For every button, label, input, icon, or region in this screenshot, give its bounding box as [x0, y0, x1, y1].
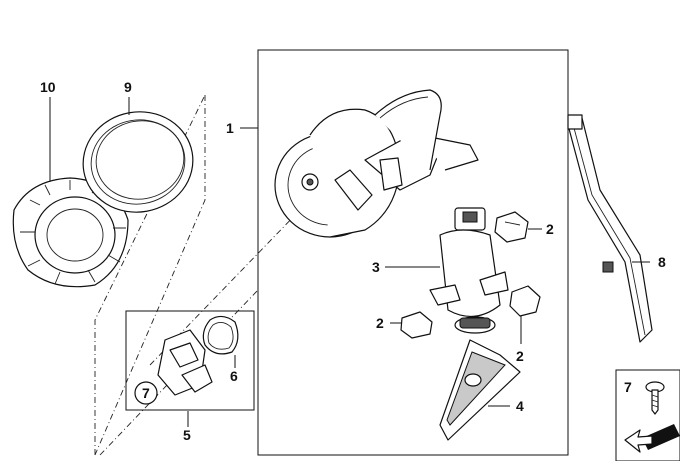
part-2-clip-a	[494, 211, 529, 243]
callout-7-legend: 7	[624, 379, 632, 395]
part-8-bracket-rail	[567, 114, 653, 343]
part-2-clip-b	[400, 311, 433, 339]
callout-1: 1	[226, 120, 234, 136]
part-7-circle-badge	[134, 381, 158, 405]
callout-6: 6	[230, 368, 238, 384]
callout-2-right: 2	[546, 221, 554, 237]
callout-9: 9	[124, 79, 132, 95]
subassembly-frame	[125, 310, 255, 411]
part-10-cover	[12, 177, 129, 288]
callout-4: 4	[516, 398, 524, 414]
callout-8: 8	[658, 254, 666, 270]
callout-3: 3	[372, 259, 380, 275]
callout-10: 10	[40, 79, 56, 95]
part-5-connector	[157, 329, 213, 396]
callout-2-left: 2	[376, 315, 384, 331]
legend-arrow-icon	[624, 424, 680, 453]
part-1-pump-housing	[274, 89, 479, 238]
assembly-frame	[257, 49, 569, 456]
part-2-clip-c	[509, 285, 541, 317]
legend-box	[615, 369, 680, 461]
part-9-sealing-ring	[82, 111, 194, 213]
legend-screw-icon	[645, 381, 665, 415]
part-3-pump	[429, 207, 509, 334]
callout-5: 5	[183, 427, 191, 443]
part-6-gasket	[202, 315, 239, 355]
callout-2-bottom: 2	[516, 348, 524, 364]
callout-7-circle: 7	[142, 385, 150, 401]
part-4-strainer	[439, 339, 521, 441]
